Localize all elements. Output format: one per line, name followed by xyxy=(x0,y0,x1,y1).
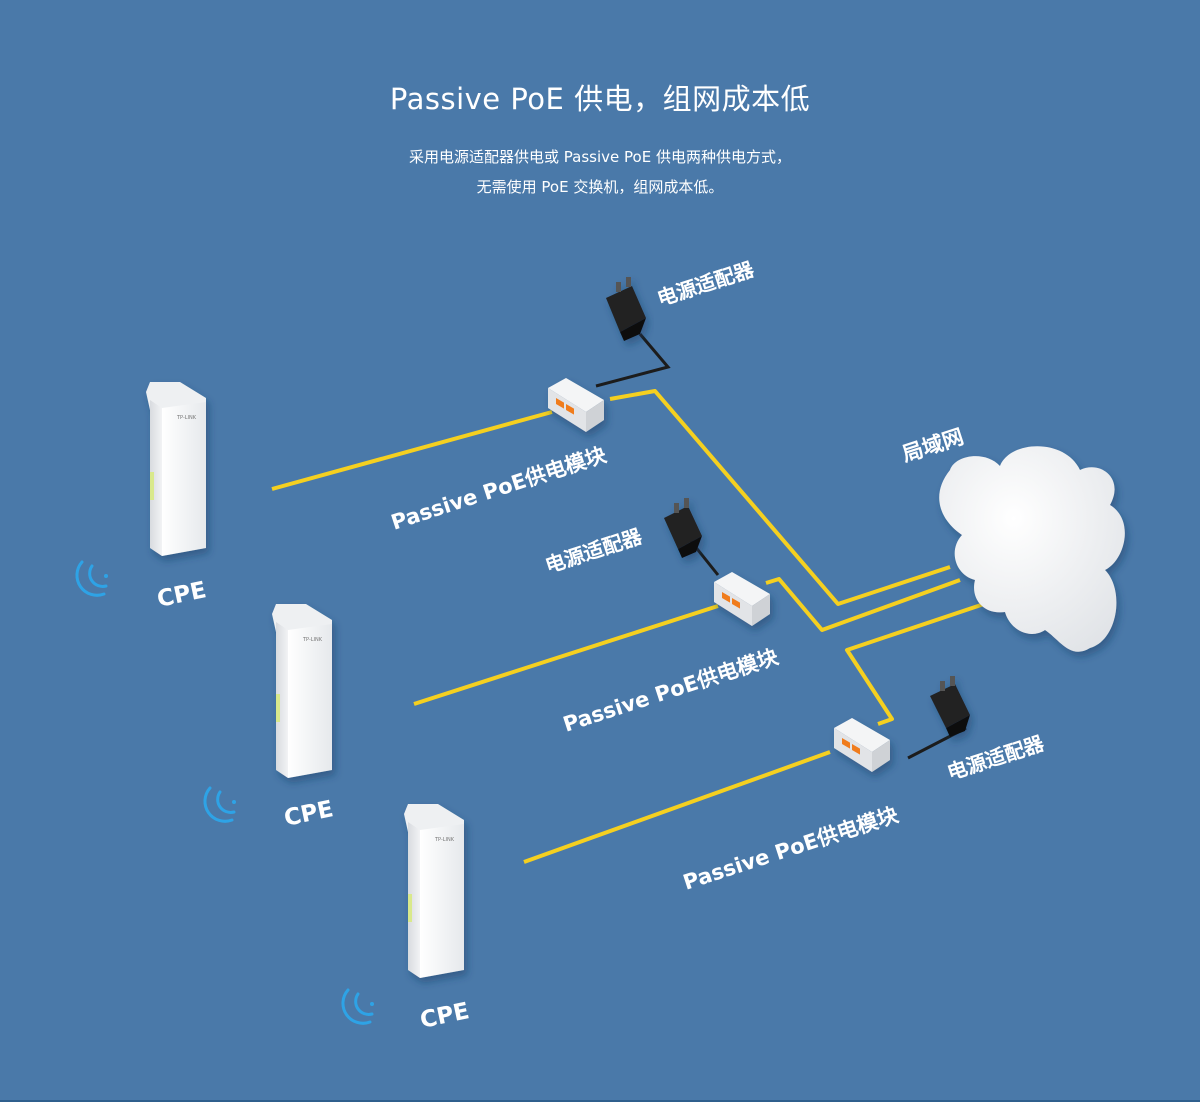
cpe-device-3: TP-LINK xyxy=(404,804,464,978)
cable-module1-lan xyxy=(609,389,951,606)
poe-module-label-3: Passive PoE供电模块 xyxy=(680,802,902,895)
cable-module3-lan xyxy=(845,600,991,726)
wifi-icon-1 xyxy=(75,560,108,597)
wifi-icon-2 xyxy=(203,786,236,823)
cable-module2-lan xyxy=(765,577,961,632)
tplink-logo-3: TP-LINK xyxy=(434,837,455,843)
tplink-logo-1: TP-LINK xyxy=(176,415,197,421)
cpe-device-2: TP-LINK xyxy=(272,604,332,778)
cpe-label-3: CPE xyxy=(418,998,472,1034)
cable-cpe2-module2 xyxy=(413,604,719,706)
cpe-label-2: CPE xyxy=(282,796,336,832)
description-line-2: 无需使用 PoE 交换机，组网成本低。 xyxy=(476,178,724,196)
poe-module-label-2: Passive PoE供电模块 xyxy=(560,644,782,737)
cable-cpe3-module3 xyxy=(523,750,831,864)
adapter-label-1: 电源适配器 xyxy=(654,257,757,311)
poe-module-label-1: Passive PoE供电模块 xyxy=(388,442,610,535)
power-adapter-3 xyxy=(930,676,970,737)
power-adapter-1 xyxy=(606,277,646,341)
cpe-device-1: TP-LINK xyxy=(146,382,206,556)
wire-adapter1 xyxy=(595,333,671,388)
cable-cpe1-module1 xyxy=(271,410,553,491)
page-title: Passive PoE 供电，组网成本低 xyxy=(389,82,811,116)
tplink-logo-2: TP-LINK xyxy=(302,637,323,643)
poe-module-1 xyxy=(548,378,604,432)
adapter-label-2: 电源适配器 xyxy=(542,524,645,578)
wifi-icon-3 xyxy=(341,988,374,1025)
poe-module-3 xyxy=(834,718,890,772)
adapter-label-3: 电源适配器 xyxy=(944,731,1047,785)
cpe-label-1: CPE xyxy=(155,577,209,613)
lan-cloud xyxy=(939,446,1125,652)
lan-label: 局域网 xyxy=(899,424,966,466)
power-adapter-2 xyxy=(664,498,702,558)
description-line-1: 采用电源适配器供电或 Passive PoE 供电两种供电方式， xyxy=(409,148,791,166)
poe-module-2 xyxy=(714,572,770,626)
bottom-divider xyxy=(0,1100,1200,1102)
cables xyxy=(271,389,991,864)
